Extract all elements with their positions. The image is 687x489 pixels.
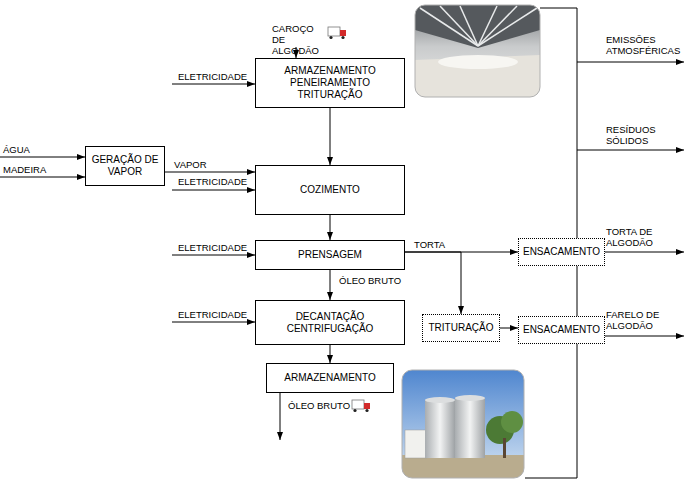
process-box: COZIMENTO (255, 165, 405, 215)
flow-label: TORTA DE ALGODÃO (606, 226, 684, 248)
photo-frame (402, 370, 524, 478)
tank-top (455, 395, 485, 401)
truss (478, 6, 517, 46)
truss (478, 8, 537, 46)
box-label: PRENSAGEM (298, 249, 362, 261)
roof-truss (420, 6, 537, 46)
output-arrow (577, 150, 684, 151)
flow-label: EMISSÕES ATMOSFÉRICAS (606, 34, 684, 56)
optional-step-box: ENSACAMENTO (518, 316, 605, 344)
building (405, 430, 427, 458)
tank (425, 400, 455, 458)
flow-connector (500, 328, 518, 329)
tank-top (425, 397, 455, 403)
process-box: GERAÇÃO DE VAPOR (85, 146, 165, 186)
flow-connector (165, 172, 255, 173)
truck-body (352, 400, 364, 409)
output-arrow (603, 252, 684, 253)
box-label: ARMAZENAMENTO (284, 372, 376, 384)
edge-label: ÓLEO BRUTO (338, 275, 402, 286)
sky (402, 370, 524, 478)
optional-step-box: TRITURAÇÃO (422, 314, 500, 342)
input-arrow (0, 177, 85, 178)
edge-label: TORTA (413, 239, 446, 250)
flow-connector (330, 270, 331, 300)
process-box: DECANTAÇÃO CENTRIFUGAÇÃO (255, 300, 405, 345)
input-arrow (172, 190, 255, 191)
truck-cab (340, 30, 346, 36)
warehouse-photo (415, 5, 540, 97)
process-box: ARMAZENAMENTO (266, 363, 394, 393)
flow-label: ELETRICIDADE (178, 71, 247, 82)
flow-label: MADEIRA (3, 164, 46, 175)
truss (440, 6, 478, 46)
flow-label: ELETRICIDADE (178, 242, 247, 253)
flow-connector (405, 252, 461, 314)
process-box: PRENSAGEM (255, 240, 405, 270)
light (438, 55, 518, 69)
truck-body (328, 27, 340, 36)
input-arrow (0, 157, 85, 158)
ground (402, 455, 524, 478)
flow-connector (330, 215, 331, 240)
truss (460, 6, 478, 46)
optional-step-box: ENSACAMENTO (518, 238, 605, 266)
box-label: TRITURAÇÃO (429, 322, 494, 334)
photo-ground (415, 5, 540, 97)
truck-icon (328, 27, 346, 39)
flow-arrows (0, 8, 684, 478)
flow-label: FARELO DE ALGODÃO (606, 309, 684, 331)
edge-label: VAPOR (173, 159, 208, 170)
box-label: COZIMENTO (300, 184, 360, 196)
tank-photo (402, 370, 524, 478)
roof (415, 5, 540, 48)
flow-label: ÁGUA (3, 144, 30, 155)
input-arrow (172, 322, 255, 323)
tank (455, 398, 485, 458)
truck-icon (352, 400, 370, 412)
flow-connector (330, 108, 331, 165)
flow-connector (330, 345, 331, 363)
truck-wheel (329, 36, 332, 39)
photo-frame (415, 5, 540, 97)
box-label: ARMAZENAMENTO PENEIRAMENTO TRITURAÇÃO (284, 65, 376, 101)
flow-label: ELETRICIDADE (178, 309, 247, 320)
seed-pile (415, 55, 540, 97)
box-label: ENSACAMENTO (523, 324, 600, 336)
truck-cab (364, 403, 370, 409)
output-arrow (577, 62, 684, 63)
input-arrow (172, 84, 255, 85)
tree (501, 411, 523, 433)
tree-trunk (503, 438, 506, 458)
box-label: ENSACAMENTO (523, 246, 600, 258)
input-arrow (172, 255, 255, 256)
flow-label: ÓLEO BRUTO (288, 400, 350, 411)
box-label: DECANTAÇÃO CENTRIFUGAÇÃO (284, 311, 376, 335)
flow-label: ELETRICIDADE (178, 176, 247, 187)
truck-wheel (341, 36, 344, 39)
flow-label: RESÍDUOS SÓLIDOS (606, 124, 684, 146)
output-arrow (603, 336, 684, 337)
output-arrow (280, 393, 281, 440)
truck-wheel (353, 409, 356, 412)
process-box: ARMAZENAMENTO PENEIRAMENTO TRITURAÇÃO (255, 58, 405, 108)
box-label: GERAÇÃO DE VAPOR (90, 154, 160, 178)
flow-label: CAROÇO DE ALGODÃO (272, 23, 328, 56)
truck-wheel (365, 409, 368, 412)
